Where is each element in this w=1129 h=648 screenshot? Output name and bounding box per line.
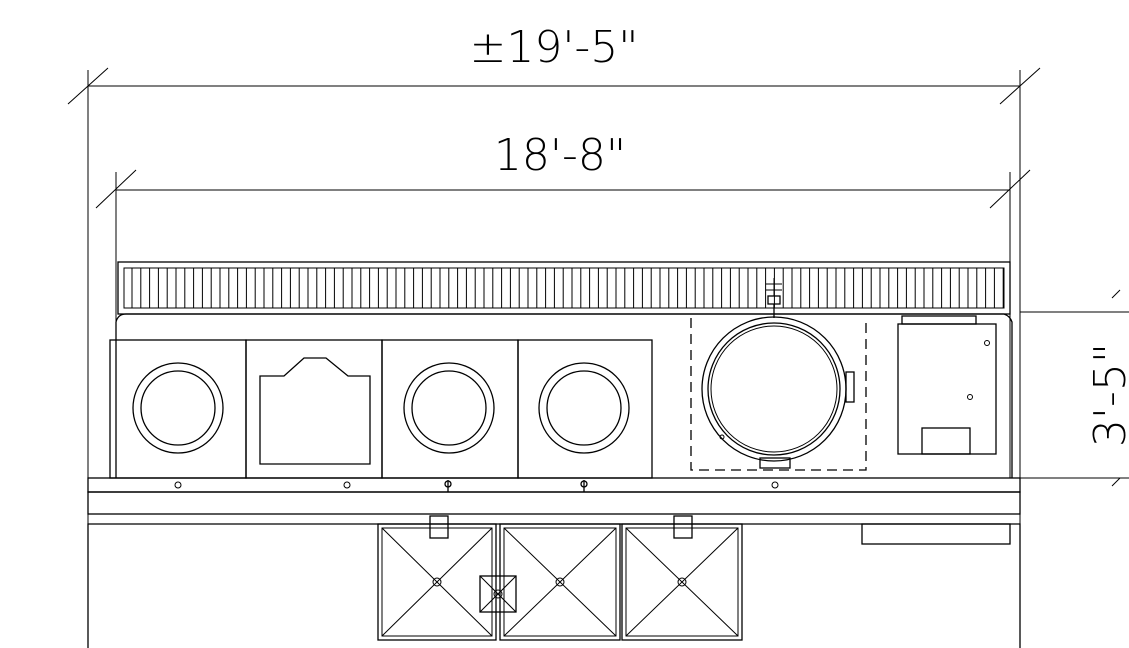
hood-width-label: 18'-8": [494, 130, 626, 181]
filter-slats: [131, 268, 1004, 308]
burner-ring-inner-1: [140, 370, 216, 446]
depth-label: 3'-5": [1085, 343, 1129, 447]
drain-box: [479, 575, 517, 613]
griddle-plate: [259, 357, 371, 465]
sinks: [377, 523, 743, 641]
burner-unit-2: [381, 339, 519, 479]
counter-rail: [87, 477, 1021, 515]
base-cabinet: [87, 515, 1021, 648]
equipment-line: [109, 278, 997, 479]
kettle-unit: [690, 278, 867, 471]
burner-ring-outer-2: [403, 362, 495, 454]
burner-ring-outer-1: [132, 362, 224, 454]
hood-filter-bank: [117, 261, 1011, 315]
depth-dimension: 3'-5": [1020, 289, 1129, 487]
overall-width-label: ±19'-5": [469, 22, 638, 73]
hood-body-outline: [115, 313, 1013, 478]
burner-ring-inner-3: [546, 370, 622, 446]
hood-dimension: 18'-8": [95, 130, 1031, 478]
burner-ring-inner-2: [411, 370, 487, 446]
overall-dimension: ±19'-5": [67, 22, 1041, 648]
oven-cabinet-unit: [897, 315, 997, 455]
burner-unit-3: [517, 339, 653, 479]
burner-unit-1: [109, 339, 247, 479]
griddle-unit: [245, 339, 383, 479]
burner-ring-outer-3: [538, 362, 630, 454]
